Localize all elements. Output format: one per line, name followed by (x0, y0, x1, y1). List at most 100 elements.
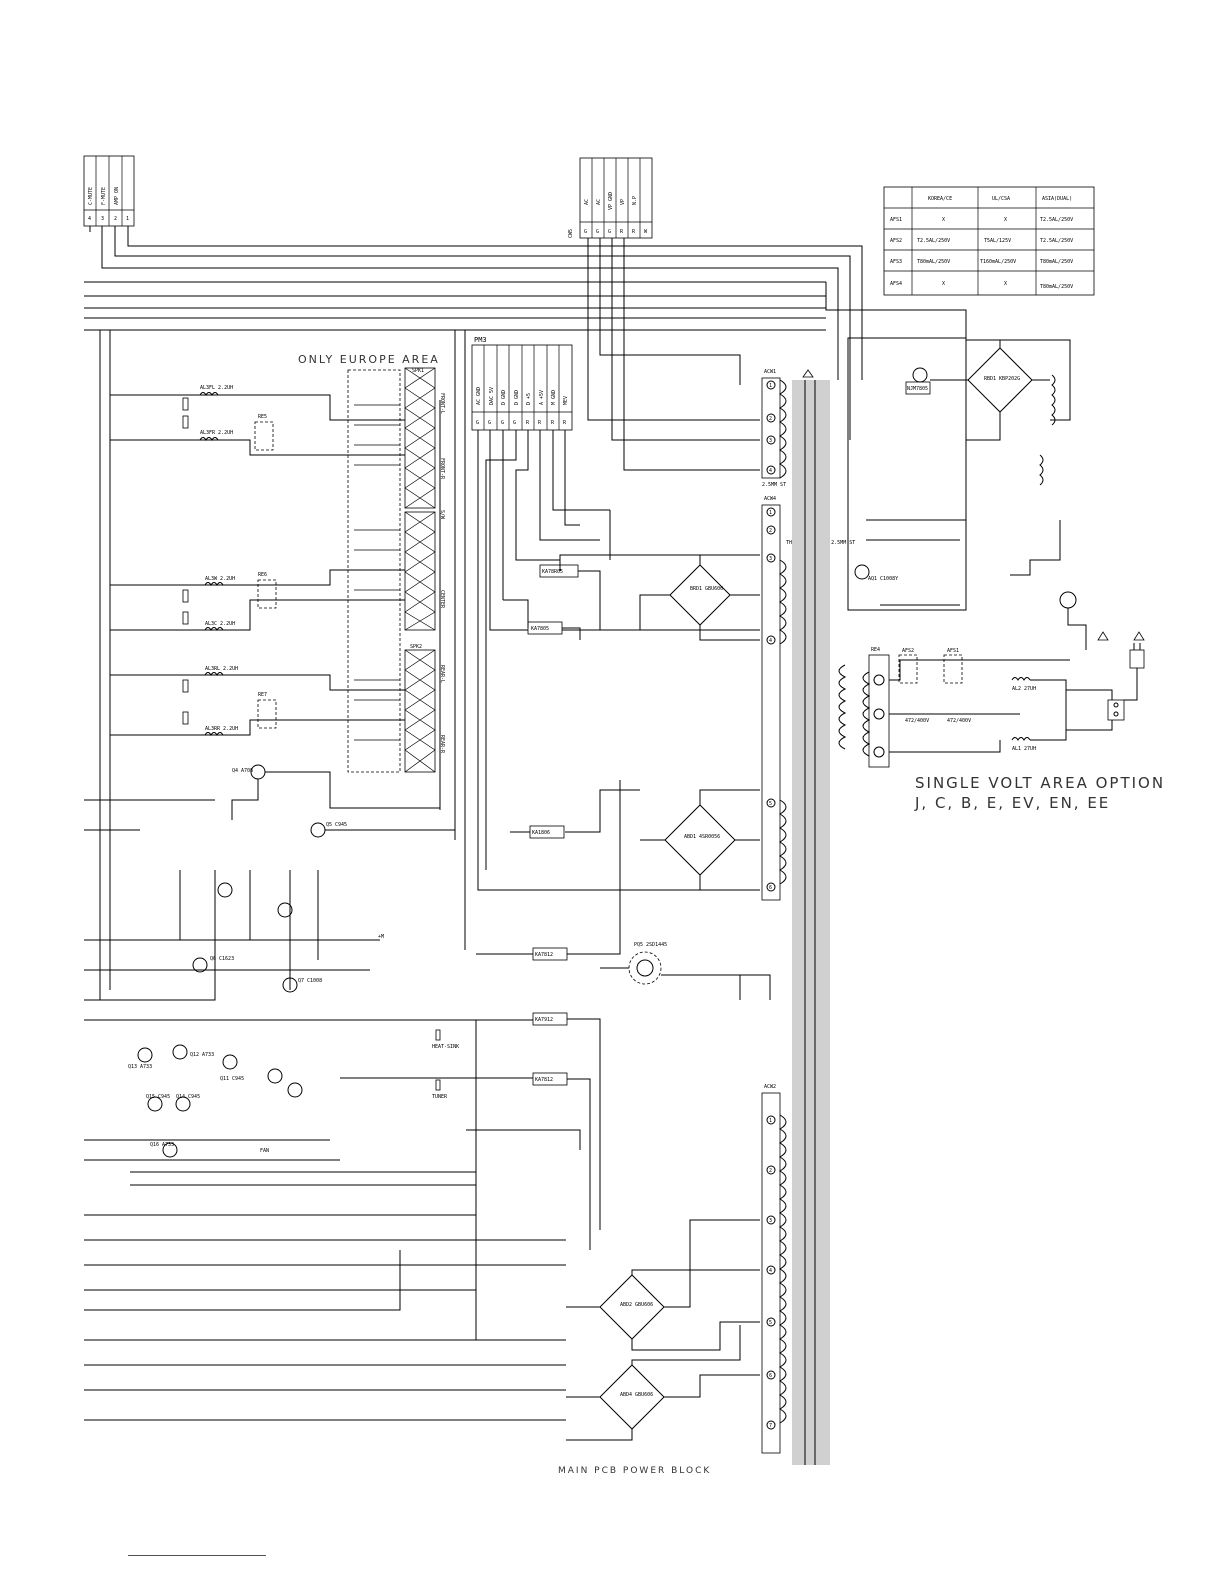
cw5-pin-6: W (644, 229, 648, 235)
reg-ka78r05: KA78R05 (542, 569, 563, 575)
pm3-sig-8: MEV (563, 396, 569, 405)
fuse-r2c3: T2.5AL/250V (1040, 238, 1073, 244)
spk2-rear-l: REAR-L (439, 665, 445, 683)
acap5: 472/400V (947, 718, 971, 724)
pq5-label: PQ5 2SD1445 (634, 942, 667, 948)
pm3-pin-6: R (538, 420, 542, 426)
spk1-front-r: FRONT-R (439, 458, 445, 480)
tuner-label: +M (378, 934, 384, 940)
al3fr: AL3FR 2.2UH (200, 430, 233, 436)
acw1-note: 2.5MM ST (762, 482, 786, 488)
fuse-r1c3: T2.5AL/250V (1040, 217, 1073, 223)
acw3-pin-4: 4 (769, 1268, 772, 1274)
al3rl: AL3RL 2.2UH (205, 666, 238, 672)
transformer-acw1: ACW1 2.5MM ST 1 2 3 4 (761, 369, 787, 488)
bridges: BRD1 GBU606 ABD1 4SR0056 ABD2 GBU606 ABD… (566, 347, 1033, 1441)
acap4: 472/400V (905, 718, 929, 724)
acw1-pin-3: 3 (769, 438, 772, 444)
acw1-label: ACW1 (764, 369, 776, 375)
al1-label: AL1 27UH (1012, 746, 1036, 752)
reg-ka7805: KA7805 (531, 626, 549, 632)
plus12v: HEAT-SINK (432, 1044, 459, 1050)
pq5-transistor: PQ5 2SD1445 (600, 942, 771, 1000)
abd1-label: ABD1 4SR0056 (684, 834, 720, 840)
cw5-sig-3: VP GND (608, 192, 614, 210)
acw3-pin-7: 7 (769, 1423, 772, 1429)
acw4-label: ACW4 (764, 496, 776, 502)
fuse-r4c1: X (942, 281, 945, 287)
cw5-sig-1: AC (584, 199, 590, 205)
single-volt-regions: J, C, B, E, EV, EN, EE (914, 794, 1110, 812)
cw5-pin-4: R (620, 229, 624, 235)
re5: RE5 (258, 414, 267, 420)
aic1-reg: NJM7805 (907, 386, 928, 392)
left-conn-pin-1: 4 (88, 216, 91, 222)
cw5-connector: CW5 AC AC VP GND VP N.P G G G R R W (568, 157, 653, 239)
single-volt-title: SINGLE VOLT AREA OPTION (915, 774, 1165, 792)
acw3-pin-3: 3 (769, 1218, 772, 1224)
acw1-pin-4: 4 (769, 468, 772, 474)
q15: Q15 C945 (146, 1094, 170, 1100)
pm3-sig-7: M GND (551, 390, 557, 405)
bridge-abd2: ABD2 GBU606 (599, 1274, 665, 1340)
al3w: AL3W 2.2UH (205, 576, 235, 582)
abd4-label: ABD4 GBU606 (620, 1392, 653, 1398)
fuse-table-h1: KOREA/CE (928, 196, 952, 202)
bridge-abd4: ABD4 GBU606 (599, 1364, 665, 1430)
q13: Q13 A733 (128, 1064, 152, 1070)
transformer-acw3: ACW2 1 2 3 4 5 6 7 (761, 1084, 787, 1454)
pm3-sig-4: D GND (514, 390, 520, 405)
fuse-r2c2: T5AL/125V (984, 238, 1011, 244)
spk1-label: SPK1 (412, 368, 424, 374)
al3rr: AL3RR 2.2UH (205, 726, 238, 732)
fuse-r2c1: T2.5AL/250V (917, 238, 950, 244)
q11: Q11 C945 (220, 1076, 244, 1082)
acw4-pin-5: 5 (769, 801, 772, 807)
aq1-label: AQ1 C1008Y (868, 576, 898, 582)
re1: AFS1 (947, 648, 959, 654)
spk2-label: SPK2 (410, 644, 422, 650)
terminal-x-marks (404, 367, 436, 773)
acw2-label: RE4 (871, 647, 880, 653)
fuse-r3c0: AFS3 (890, 259, 902, 265)
q12: Q12 A733 (190, 1052, 214, 1058)
pm3-sig-6: A +5V (539, 390, 545, 405)
acw4-pin-4: 4 (769, 638, 772, 644)
pm3-sig-1: AC GND (476, 387, 482, 405)
spk1-front-l: FRONT-L (439, 393, 445, 414)
reg-ka7812b: KA7812 (535, 1077, 553, 1083)
acw4-pin-2: 2 (769, 528, 772, 534)
q4: Q4 A708 (232, 768, 253, 774)
reg-ka7812: KA7812 (535, 952, 553, 958)
footer-link-underline[interactable] (128, 1555, 266, 1556)
left-conn-sig-2: F-MUTE (101, 187, 107, 205)
acw4-pin-3: 3 (769, 556, 772, 562)
bridge-rbd1: RBD1 KBP202G (967, 347, 1033, 413)
regulator-section: KA78R05 KA7805 KA1806 KA7812 KA7912 KA78… (466, 510, 760, 1340)
fuse-table-h3: ASIA(DUAL) (1042, 196, 1072, 202)
q14: Q14 C945 (176, 1094, 200, 1100)
acw3-pin-1: 1 (769, 1118, 772, 1124)
acw1-pin-1: 1 (769, 383, 772, 389)
only-europe-label: ONLY EUROPE AREA (298, 353, 440, 366)
cw5-pin-3: G (608, 229, 611, 235)
cw5-sig-4: VP (620, 199, 626, 205)
cw5-pin-2: G (596, 229, 599, 235)
fuse-r3c3: T80mAL/250V (1040, 259, 1073, 265)
bus-wires (84, 226, 967, 1000)
left-conn-sig-3: AMP ON (114, 187, 120, 205)
cw5-sig-5: N.P (632, 196, 638, 205)
europe-area-block: SPK1 FRONT-L FRONT-R S/W CENTER SPK2 REA… (347, 367, 445, 773)
cw5-sig-2: AC (596, 199, 602, 205)
fuse-r1c1: X (942, 217, 945, 223)
acw3-label: ACW2 (764, 1084, 776, 1090)
fuse-table-h2: UL/CSA (992, 196, 1010, 202)
pm3-sig-2: DAC 5V (489, 387, 495, 405)
standby-supply: NJM7805 AQ1 C1008Y (847, 337, 1087, 650)
pm3-pin-5: R (526, 420, 530, 426)
q7: Q7 C1008 (298, 978, 322, 984)
q16: Q16 A733 (150, 1142, 174, 1148)
acw3-pin-6: 6 (769, 1373, 772, 1379)
left-conn-pin-2: 3 (101, 216, 104, 222)
